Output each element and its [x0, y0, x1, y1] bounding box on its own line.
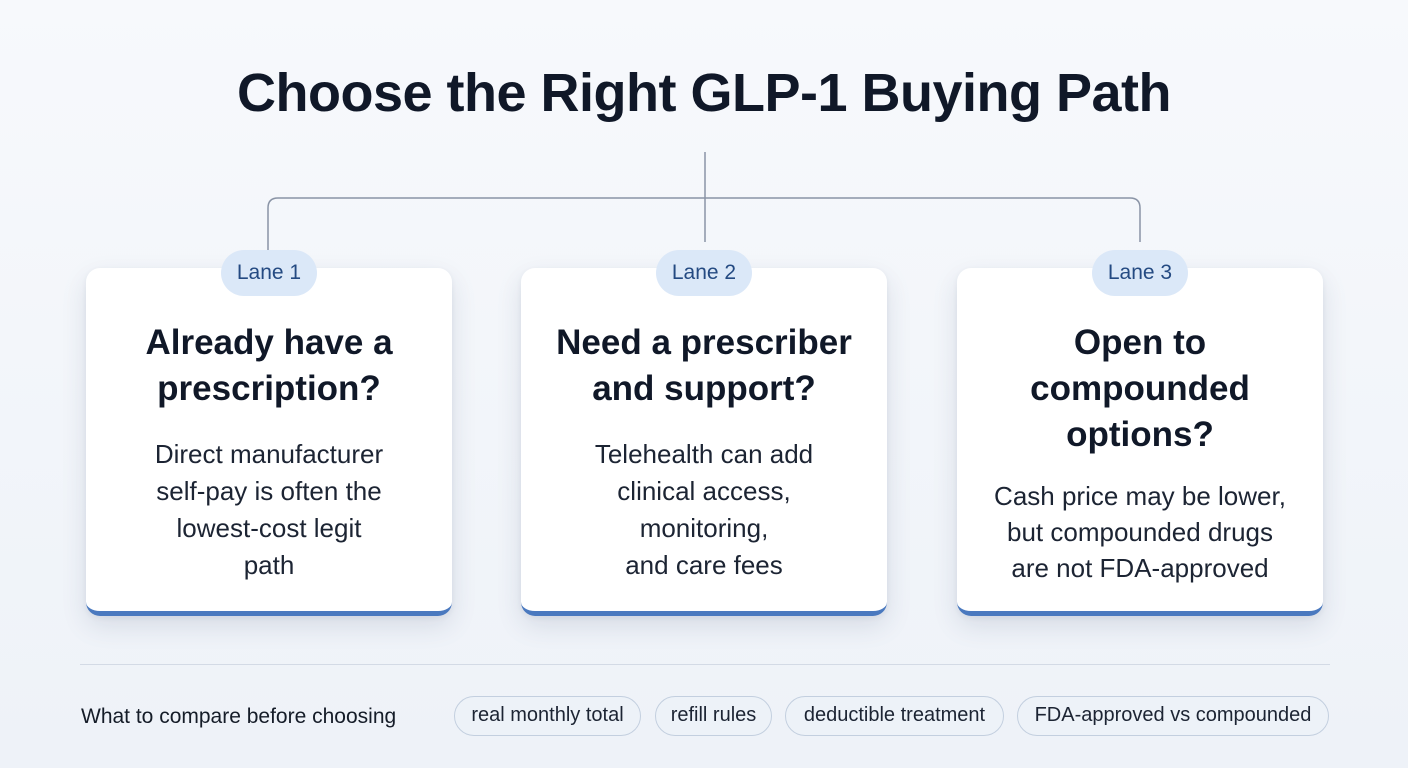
lane-2-badge: Lane 2 [656, 250, 752, 296]
lane-2-body-line: monitoring, [639, 513, 769, 543]
lane-1-body-line: self-pay is often the [156, 476, 382, 506]
lane-1-heading: Already have a prescription? [106, 320, 432, 412]
lane-3-heading-line: Open to [1073, 323, 1207, 362]
lane-2-body-line: and care fees [625, 550, 783, 580]
lane-3-body-line: but compounded drugs [1007, 517, 1273, 547]
lane-2-body-line: Telehealth can add [594, 439, 814, 469]
lane-1-heading-line: prescription? [157, 369, 381, 408]
connector-branch [267, 197, 1141, 250]
lane-2-heading-line: and support? [592, 369, 816, 408]
lane-1-description: Direct manufacturer self-pay is often th… [116, 436, 422, 584]
lane-1-badge: Lane 1 [221, 250, 317, 296]
lane-3-heading-line: compounded [1030, 369, 1250, 408]
lane-3-heading-line: options? [1066, 415, 1214, 454]
compare-label: What to compare before choosing [81, 705, 397, 728]
compare-pill-fda-vs-compounded[interactable]: FDA-approved vs compounded [1017, 696, 1329, 736]
lane-1-heading-line: Already have a [145, 323, 393, 362]
lane-card-1[interactable]: Already have a prescription? Direct manu… [86, 268, 452, 616]
lane-card-2[interactable]: Need a prescriber and support? Telehealt… [521, 268, 887, 616]
lane-3-body-line: are not FDA-approved [1011, 553, 1269, 583]
lane-card-3[interactable]: Open to compounded options? Cash price m… [957, 268, 1323, 616]
lane-2-description: Telehealth can add clinical access, moni… [551, 436, 857, 584]
lane-3-heading: Open to compounded options? [977, 320, 1303, 458]
lane-2-heading-line: Need a prescriber [556, 323, 852, 362]
page-title: Choose the Right GLP-1 Buying Path [236, 63, 1172, 123]
section-divider [80, 664, 1330, 665]
lane-1-body-line: Direct manufacturer [154, 439, 384, 469]
compare-pill-deductible[interactable]: deductible treatment [785, 696, 1004, 736]
lane-1-body-line: path [243, 550, 295, 580]
compare-pill-refill-rules[interactable]: refill rules [655, 696, 772, 736]
lane-1-body-line: lowest-cost legit [176, 513, 362, 543]
compare-pill-monthly-total[interactable]: real monthly total [454, 696, 641, 736]
lane-2-heading: Need a prescriber and support? [541, 320, 867, 412]
lane-2-body-line: clinical access, [617, 476, 791, 506]
lane-3-badge: Lane 3 [1092, 250, 1188, 296]
lane-3-description: Cash price may be lower, but compounded … [987, 478, 1293, 586]
lane-3-body-line: Cash price may be lower, [994, 481, 1286, 511]
